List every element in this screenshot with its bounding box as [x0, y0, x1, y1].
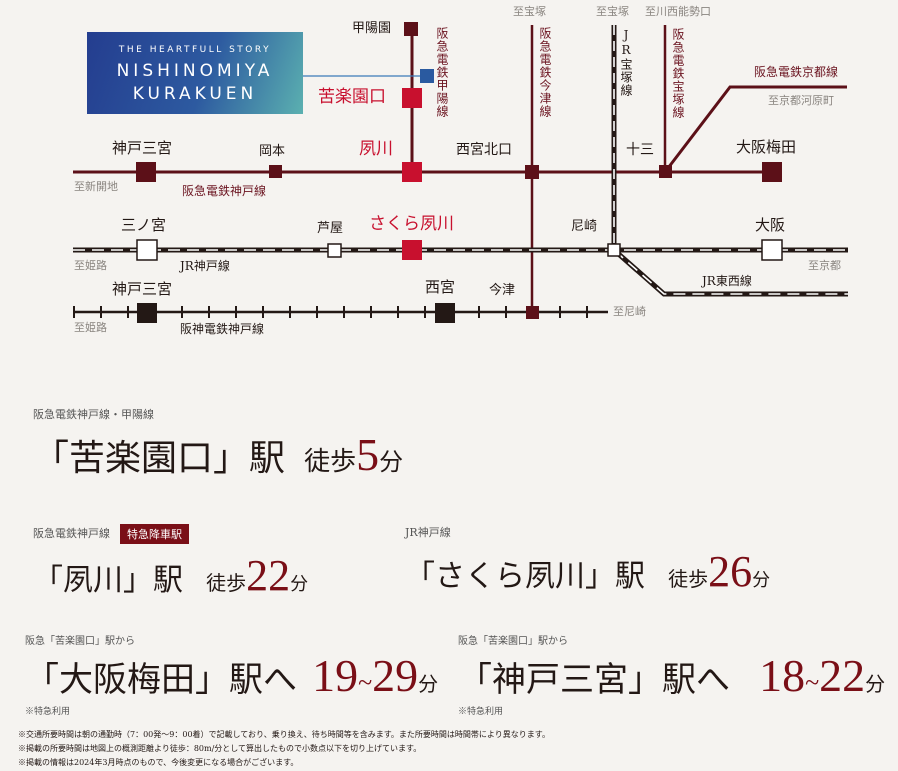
- line-label-jr-tozai: JR東西線: [702, 274, 752, 288]
- route-map-lines: [73, 22, 848, 323]
- direction-to-himeji-hanshin: 至姫路: [74, 321, 107, 334]
- direction-to-amagasaki: 至尼崎: [613, 305, 646, 318]
- direction-to-kyoto: 至京都: [808, 259, 841, 272]
- property-marker: [420, 69, 434, 83]
- access-shukugawa-minutes: 22: [246, 551, 291, 600]
- station-label-nishinomiya: 西宮: [425, 278, 456, 296]
- station-label-sannomiya-jr: 三ノ宮: [121, 216, 167, 234]
- station-label-kurakuenguchi: 苦楽園口: [318, 87, 386, 107]
- line-label-jr-kobe: JR神戸線: [180, 259, 230, 273]
- line-label-hanshin-kobe: 阪神電鉄神戸線: [180, 322, 265, 336]
- station-marker-amagasaki: [607, 243, 621, 257]
- access-to-umeda: 阪急「苦楽園口」駅から 「大阪梅田」駅へ 19~29分 ※特急利用: [25, 632, 438, 717]
- station-marker-nishinomiya-kitaguchi: [525, 165, 539, 179]
- access-kurakuenguchi: 阪急電鉄神戸線・甲陽線 「苦楽園口」駅 徒歩5分: [33, 406, 403, 481]
- access-to-umeda-from: 阪急「苦楽園口」駅から: [25, 636, 135, 647]
- access-to-sannomiya: 阪急「苦楽園口」駅から 「神戸三宮」駅へ 18~22分 ※特急利用: [458, 632, 885, 717]
- access-shukugawa-line: 阪急電鉄神戸線: [33, 527, 110, 540]
- footnote-3: ※掲載の情報は2024年3月時点のもので、今後変更になる場合がございます。: [18, 758, 299, 767]
- station-marker-kobe-sannomiya-hanshin: [137, 303, 157, 323]
- access-kurakuenguchi-unit: 分: [379, 448, 404, 476]
- station-label-osaka-umeda: 大阪梅田: [736, 138, 797, 156]
- direction-to-takarazuka-imazu: 至宝塚: [513, 5, 546, 18]
- station-marker-ashiya: [327, 243, 342, 258]
- access-sakura-shukugawa-line: JR神戸線: [405, 526, 451, 539]
- access-to-sannomiya-max: 22: [819, 650, 866, 701]
- station-marker-okamoto: [269, 165, 282, 178]
- access-sakura-shukugawa-minutes: 26: [708, 547, 753, 596]
- direction-to-shinkaichi: 至新開地: [74, 180, 118, 193]
- access-to-sannomiya-tilde: ~: [805, 668, 820, 697]
- access-sakura-shukugawa-walk: 徒歩: [668, 567, 709, 591]
- station-label-okamoto: 岡本: [259, 144, 286, 159]
- access-to-sannomiya-unit: 分: [865, 672, 886, 696]
- station-label-imazu: 今津: [489, 283, 516, 298]
- station-label-kobe-sannomiya-hankyu: 神戸三宮: [112, 139, 173, 157]
- property-logo: THE HEARTFULL STORY NISHINOMIYA KURAKUEN: [87, 32, 303, 114]
- station-label-shukugawa: 夙川: [359, 139, 393, 159]
- limited-express-badge: 特急降車駅: [120, 524, 189, 544]
- access-to-umeda-unit: 分: [418, 672, 439, 696]
- access-kurakuenguchi-minutes: 5: [356, 429, 380, 480]
- access-sakura-shukugawa-unit: 分: [752, 570, 771, 591]
- station-marker-juso: [659, 165, 672, 178]
- logo-tagline: THE HEARTFULL STORY: [118, 45, 272, 55]
- station-label-ashiya: 芦屋: [317, 221, 344, 236]
- station-label-osaka-jr: 大阪: [755, 216, 786, 234]
- hankyu-kyoto-line: [663, 85, 847, 173]
- access-shukugawa: 阪急電鉄神戸線特急降車駅 「夙川」駅 徒歩22分: [33, 524, 308, 601]
- access-to-umeda-min: 19: [312, 650, 359, 701]
- station-marker-osaka-umeda: [762, 162, 782, 182]
- line-label-hankyu-koyo: 阪急電鉄甲陽線: [435, 27, 449, 118]
- access-shukugawa-unit: 分: [290, 574, 309, 595]
- station-marker-sakura-shukugawa: [402, 240, 422, 260]
- access-to-sannomiya-from: 阪急「苦楽園口」駅から: [458, 636, 568, 647]
- direction-to-kyoto-kawaramachi: 至京都河原町: [768, 94, 834, 107]
- line-label-hankyu-takarazuka: 阪急電鉄宝塚線: [671, 28, 685, 119]
- station-label-koyoen: 甲陽園: [352, 21, 392, 36]
- station-label-nishinomiya-kitaguchi: 西宮北口: [456, 142, 512, 158]
- access-shukugawa-walk: 徒歩: [206, 571, 247, 595]
- access-kurakuenguchi-line: 阪急電鉄神戸線・甲陽線: [33, 408, 154, 421]
- station-label-sakura-shukugawa: さくら夙川: [369, 214, 454, 234]
- access-shukugawa-station: 「夙川」駅: [33, 563, 183, 598]
- access-kurakuenguchi-station: 「苦楽園口」駅: [33, 438, 286, 479]
- station-marker-shukugawa: [402, 162, 422, 182]
- line-label-hankyu-kobe: 阪急電鉄神戸線: [182, 184, 267, 198]
- logo-name-line1: NISHINOMIYA: [116, 61, 274, 81]
- access-to-umeda-note: ※特急利用: [25, 707, 71, 717]
- station-marker-sannomiya-jr: [136, 239, 158, 261]
- station-marker-osaka-jr: [761, 239, 783, 261]
- access-to-sannomiya-note: ※特急利用: [458, 707, 504, 717]
- direction-to-kawanishi-noseguchi: 至川西能勢口: [645, 5, 711, 18]
- station-marker-koyoen: [404, 22, 418, 36]
- footnotes: ※交通所要時間は朝の通勤時（7：00発～9：00着）で記載しており、乗り換え、待…: [18, 728, 550, 770]
- access-sakura-shukugawa: JR神戸線 「さくら夙川」駅 徒歩26分: [405, 524, 770, 597]
- footnote-1: ※交通所要時間は朝の通勤時（7：00発～9：00着）で記載しており、乗り換え、待…: [18, 730, 550, 739]
- station-marker-nishinomiya: [435, 303, 455, 323]
- access-to-umeda-tilde: ~: [358, 668, 373, 697]
- logo-name-line2: KURAKUEN: [132, 84, 258, 104]
- station-label-kobe-sannomiya-hanshin: 神戸三宮: [112, 280, 173, 298]
- access-sakura-shukugawa-station: 「さくら夙川」駅: [405, 559, 645, 594]
- line-label-hankyu-imazu: 阪急電鉄今津線: [538, 27, 552, 118]
- station-label-juso: 十三: [626, 142, 654, 158]
- access-to-umeda-station: 「大阪梅田」駅へ: [25, 660, 297, 700]
- station-label-amagasaki: 尼崎: [571, 219, 598, 234]
- access-to-umeda-max: 29: [372, 650, 419, 701]
- line-label-hankyu-kyoto: 阪急電鉄京都線: [754, 65, 839, 79]
- station-marker-kobe-sannomiya-hankyu: [136, 162, 156, 182]
- access-to-sannomiya-min: 18: [759, 650, 806, 701]
- access-to-sannomiya-station: 「神戸三宮」駅へ: [458, 660, 730, 700]
- footnote-2: ※掲載の所要時間は地図上の概測距離より徒歩：80m/分として算出したもので小数点…: [18, 744, 422, 753]
- line-label-jr-takarazuka: JR宝塚線: [619, 28, 633, 97]
- route-map: THE HEARTFULL STORY NISHINOMIYA KURAKUEN…: [0, 0, 898, 340]
- station-marker-kurakuenguchi: [402, 88, 422, 108]
- direction-to-takarazuka-jr: 至宝塚: [596, 5, 629, 18]
- access-kurakuenguchi-walk: 徒歩: [304, 447, 357, 477]
- direction-to-himeji-jr: 至姫路: [74, 259, 107, 272]
- station-marker-imazu: [526, 306, 539, 319]
